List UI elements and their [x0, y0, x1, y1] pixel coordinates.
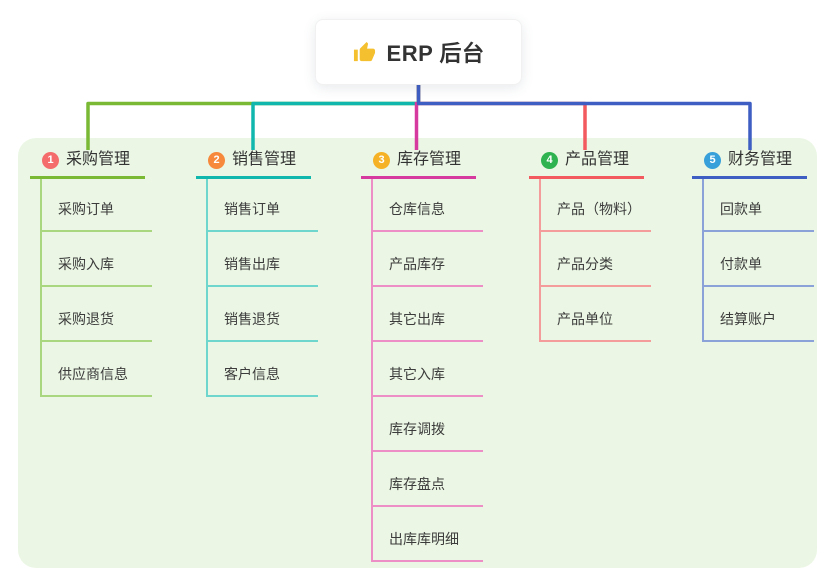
branch-number-badge: 2 [208, 151, 225, 169]
child-node[interactable]: 销售退货 [208, 287, 318, 342]
branch-children: 回款单付款单结算账户 [702, 179, 814, 342]
child-node[interactable]: 回款单 [704, 179, 814, 232]
child-node[interactable]: 库存调拨 [373, 397, 483, 452]
root-node[interactable]: ERP 后台 [315, 19, 522, 85]
child-node[interactable]: 产品（物料） [541, 179, 651, 232]
branch-header-5[interactable]: 5 财务管理 [692, 148, 807, 179]
branch-label: 库存管理 [397, 151, 462, 168]
branch-children: 产品（物料）产品分类产品单位 [539, 179, 651, 342]
branch-2: 2 销售管理销售订单销售出库销售退货客户信息 [196, 148, 318, 397]
child-node[interactable]: 销售出库 [208, 232, 318, 287]
child-node[interactable]: 其它入库 [373, 342, 483, 397]
child-node[interactable]: 付款单 [704, 232, 814, 287]
thumbs-up-icon [353, 41, 375, 61]
child-node[interactable]: 供应商信息 [42, 342, 152, 397]
child-node[interactable]: 库存盘点 [373, 452, 483, 507]
child-node[interactable]: 产品分类 [541, 232, 651, 287]
branches-panel [18, 138, 817, 568]
child-node[interactable]: 产品单位 [541, 287, 651, 342]
branch-children: 采购订单采购入库采购退货供应商信息 [40, 179, 152, 397]
child-node[interactable]: 采购入库 [42, 232, 152, 287]
branch-1: 1 采购管理采购订单采购入库采购退货供应商信息 [30, 148, 152, 397]
branch-number-badge: 5 [704, 151, 721, 169]
branch-header-1[interactable]: 1 采购管理 [30, 148, 145, 179]
branch-3: 3 库存管理仓库信息产品库存其它出库其它入库库存调拨库存盘点出库库明细 [361, 148, 483, 562]
child-node[interactable]: 仓库信息 [373, 179, 483, 232]
branch-number-badge: 4 [541, 151, 558, 169]
branch-5: 5 财务管理回款单付款单结算账户 [692, 148, 814, 342]
branch-header-4[interactable]: 4 产品管理 [529, 148, 644, 179]
branch-header-2[interactable]: 2 销售管理 [196, 148, 311, 179]
child-node[interactable]: 采购订单 [42, 179, 152, 232]
branch-number-badge: 3 [373, 151, 390, 169]
child-node[interactable]: 销售订单 [208, 179, 318, 232]
branch-label: 产品管理 [565, 151, 630, 168]
child-node[interactable]: 客户信息 [208, 342, 318, 397]
branch-label: 销售管理 [232, 151, 297, 168]
branch-number-badge: 1 [42, 151, 59, 169]
child-node[interactable]: 产品库存 [373, 232, 483, 287]
branch-label: 采购管理 [66, 151, 131, 168]
branch-header-3[interactable]: 3 库存管理 [361, 148, 476, 179]
child-node[interactable]: 采购退货 [42, 287, 152, 342]
branch-label: 财务管理 [728, 151, 793, 168]
branch-children: 销售订单销售出库销售退货客户信息 [206, 179, 318, 397]
child-node[interactable]: 出库库明细 [373, 507, 483, 562]
branch-4: 4 产品管理产品（物料）产品分类产品单位 [529, 148, 651, 342]
branch-children: 仓库信息产品库存其它出库其它入库库存调拨库存盘点出库库明细 [371, 179, 483, 562]
root-title: ERP 后台 [386, 41, 485, 66]
child-node[interactable]: 结算账户 [704, 287, 814, 342]
child-node[interactable]: 其它出库 [373, 287, 483, 342]
